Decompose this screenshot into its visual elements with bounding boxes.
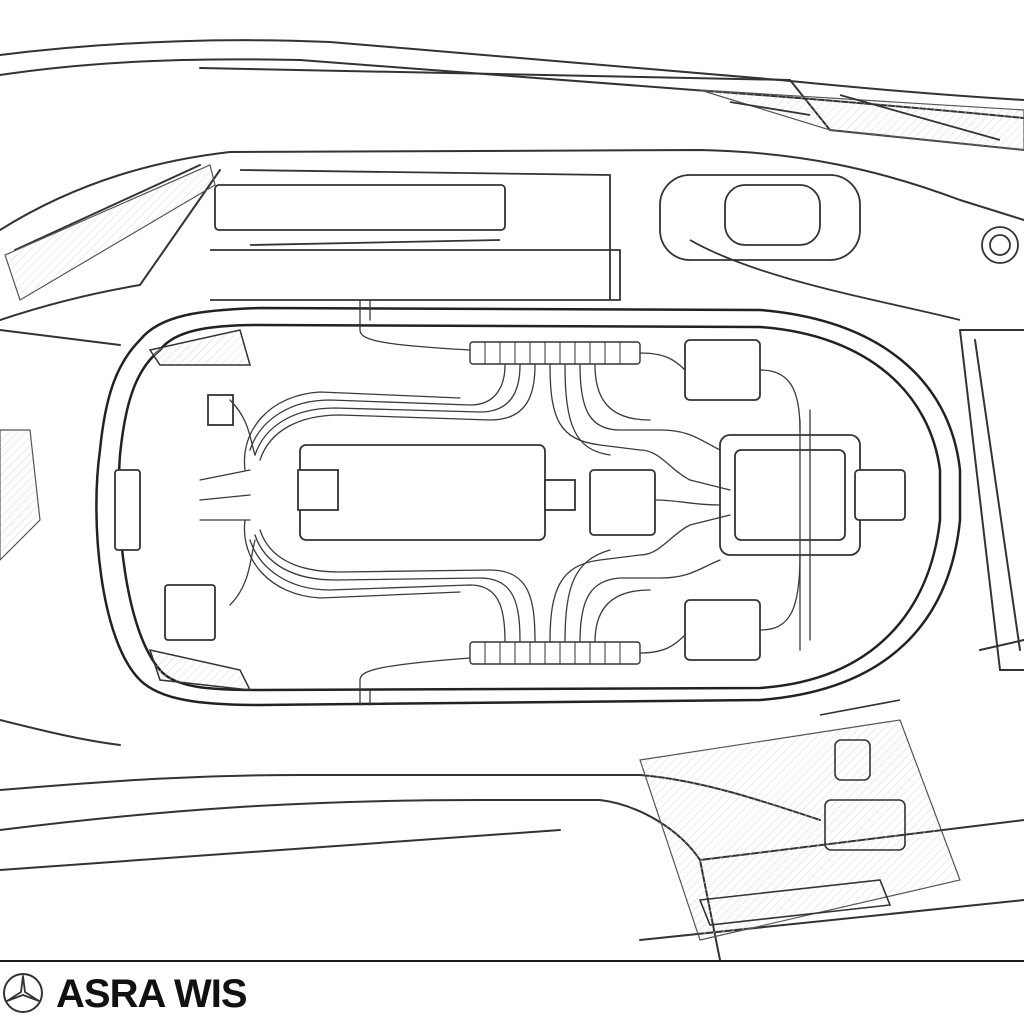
footer-bar: ASRA WIS (0, 960, 1024, 1026)
door-pockets (148, 329, 252, 691)
lower-trim (698, 699, 906, 926)
components (114, 339, 906, 661)
relay-box-top (684, 339, 761, 401)
connector-strips (469, 341, 641, 665)
dashboard-panel (210, 94, 1019, 321)
relay-box-bottom (684, 599, 761, 661)
brand-title: ASRA WIS (56, 972, 248, 1016)
wiring-harness (199, 299, 811, 706)
car-wiring-diagram (0, 39, 1024, 960)
left-module (164, 584, 216, 641)
three-pointed-star-icon (3, 973, 43, 1013)
hatched-panels (0, 89, 1024, 941)
junction-box (589, 469, 656, 536)
